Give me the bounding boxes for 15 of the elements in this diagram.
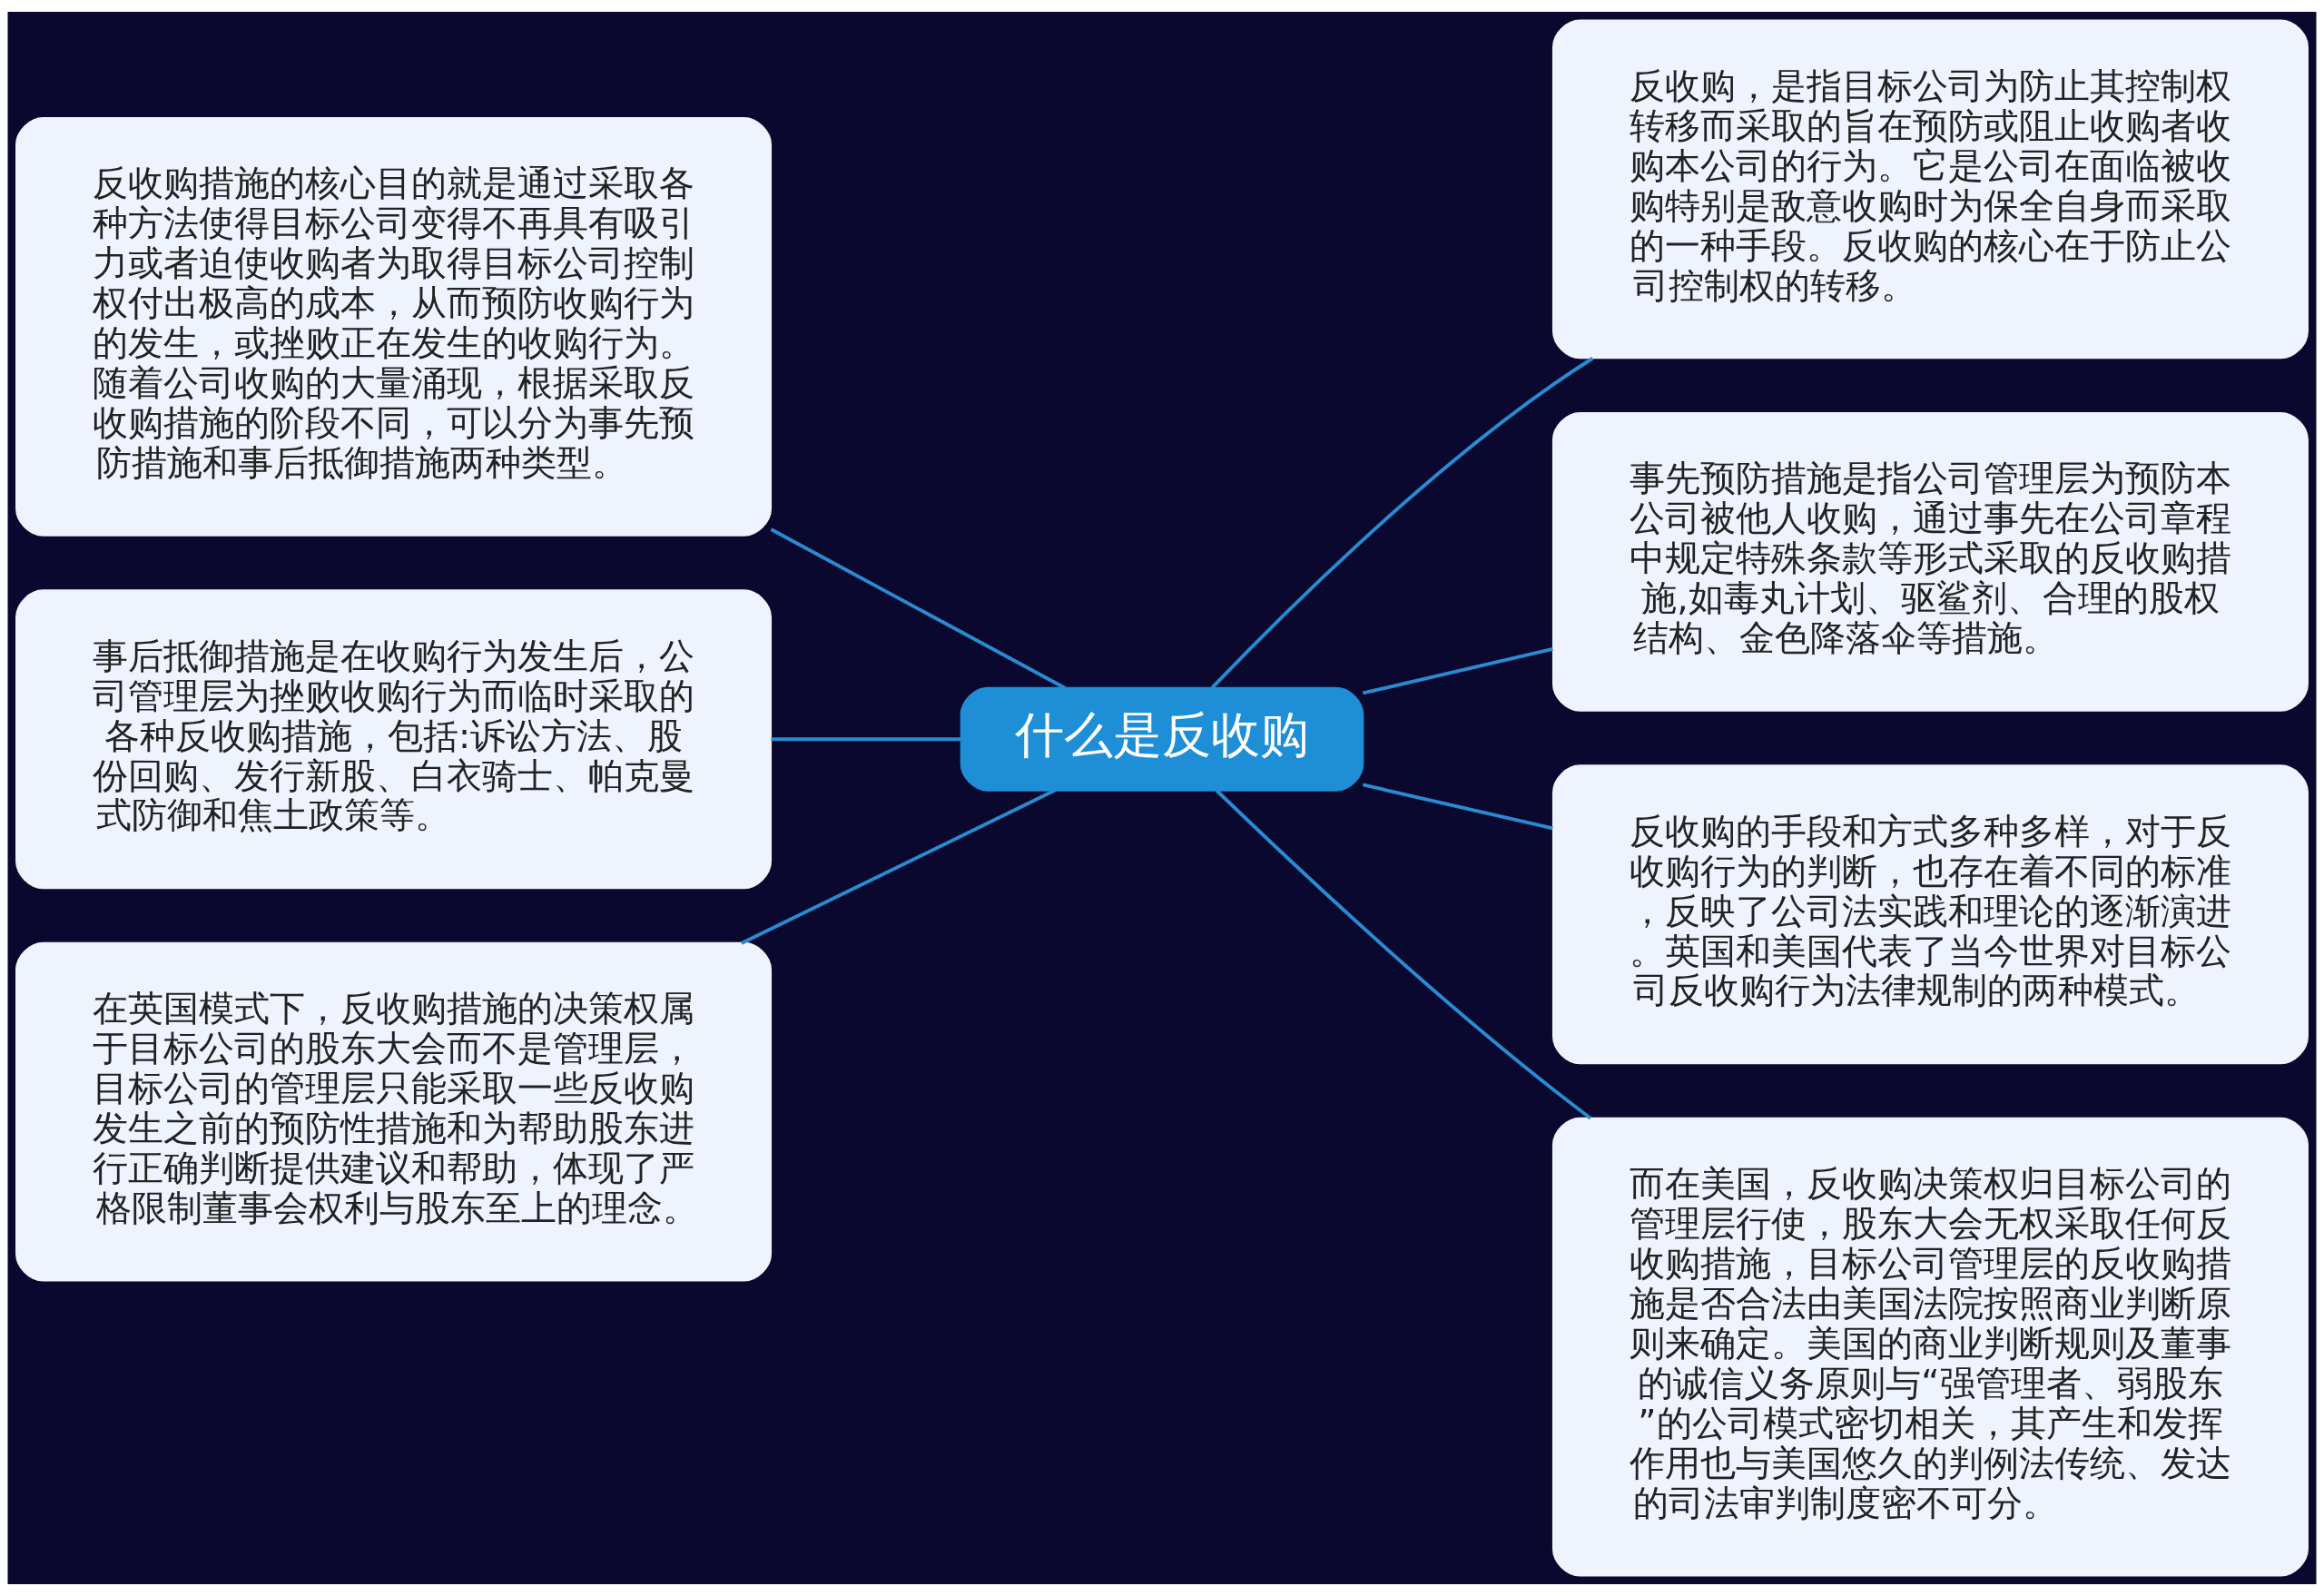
connector: [1215, 789, 1592, 1120]
node-box: 事后抵御措施是在收购行为发生后，公司管理层为挫败收购行为而临时采取的各种反收购措施，包括:诉讼方法、股份回购、发行新股、白衣骑士、帕克曼式防御和焦土政策等。: [15, 589, 773, 890]
connector: [771, 737, 961, 742]
connector: [770, 527, 1066, 690]
node-box: 事先预防措施是指公司管理层为预防本公司被他人收购，通过事先在公司章程中规定特殊条款等形式采取的反收购措施,如毒丸计划、驱鲨剂、合理的股权结构、金色降落伞等措施。: [1551, 411, 2309, 712]
connector: [740, 788, 1056, 945]
node-box: 什么是反收购: [960, 686, 1364, 792]
node-box: 反收购措施的核心目的就是通过采取各种方法使得目标公司变得不再具有吸引力或者迫使收购者为取得目标公司控制权付出极高的成本，从而预防收购行为的发生，或挫败正在发生的收购行为。随着公司收购的大量涌现，根据采取反收购措施的阶段不同，可以分为事先预防措施和事后抵御措施两种类型。: [15, 117, 773, 537]
connector: [1362, 783, 1553, 831]
node-box: 在英国模式下，反收购措施的决策权属于目标公司的股东大会而不是管理层，目标公司的管理层只能采取一些反收购发生之前的预防性措施和为帮助股东进行正确判断提供建议和帮助，体现了严格限制董事会权利与股东至上的理念。: [15, 941, 773, 1282]
connector: [1362, 647, 1553, 695]
node-box: 反收购的手段和方式多种多样，对于反收购行为的判断，也存在着不同的标准，反映了公司法实践和理论的逐渐演进。英国和美国代表了当今世界对目标公司反收购行为法律规制的两种模式。: [1551, 764, 2309, 1065]
node-box: 反收购，是指目标公司为防止其控制权转移而采取的旨在预防或阻止收购者收购本公司的行为。它是公司在面临被收购特别是敌意收购时为保全自身而采取的一种手段。反收购的核心在于防止公司控制权的转移。: [1551, 19, 2309, 360]
node-box: 而在美国，反收购决策权归目标公司的管理层行使，股东大会无权采取任何反收购措施，目标公司管理层的反收购措施是否合法由美国法院按照商业判断原则来确定。美国的商业判断规则及董事的诚信义务原则与“强管理者、弱股东”的公司模式密切相关，其产生和发挥作用也与美国悠久的判例法传统、发达的司法审判制度密不可分。: [1551, 1117, 2309, 1577]
connector: [1210, 357, 1594, 689]
